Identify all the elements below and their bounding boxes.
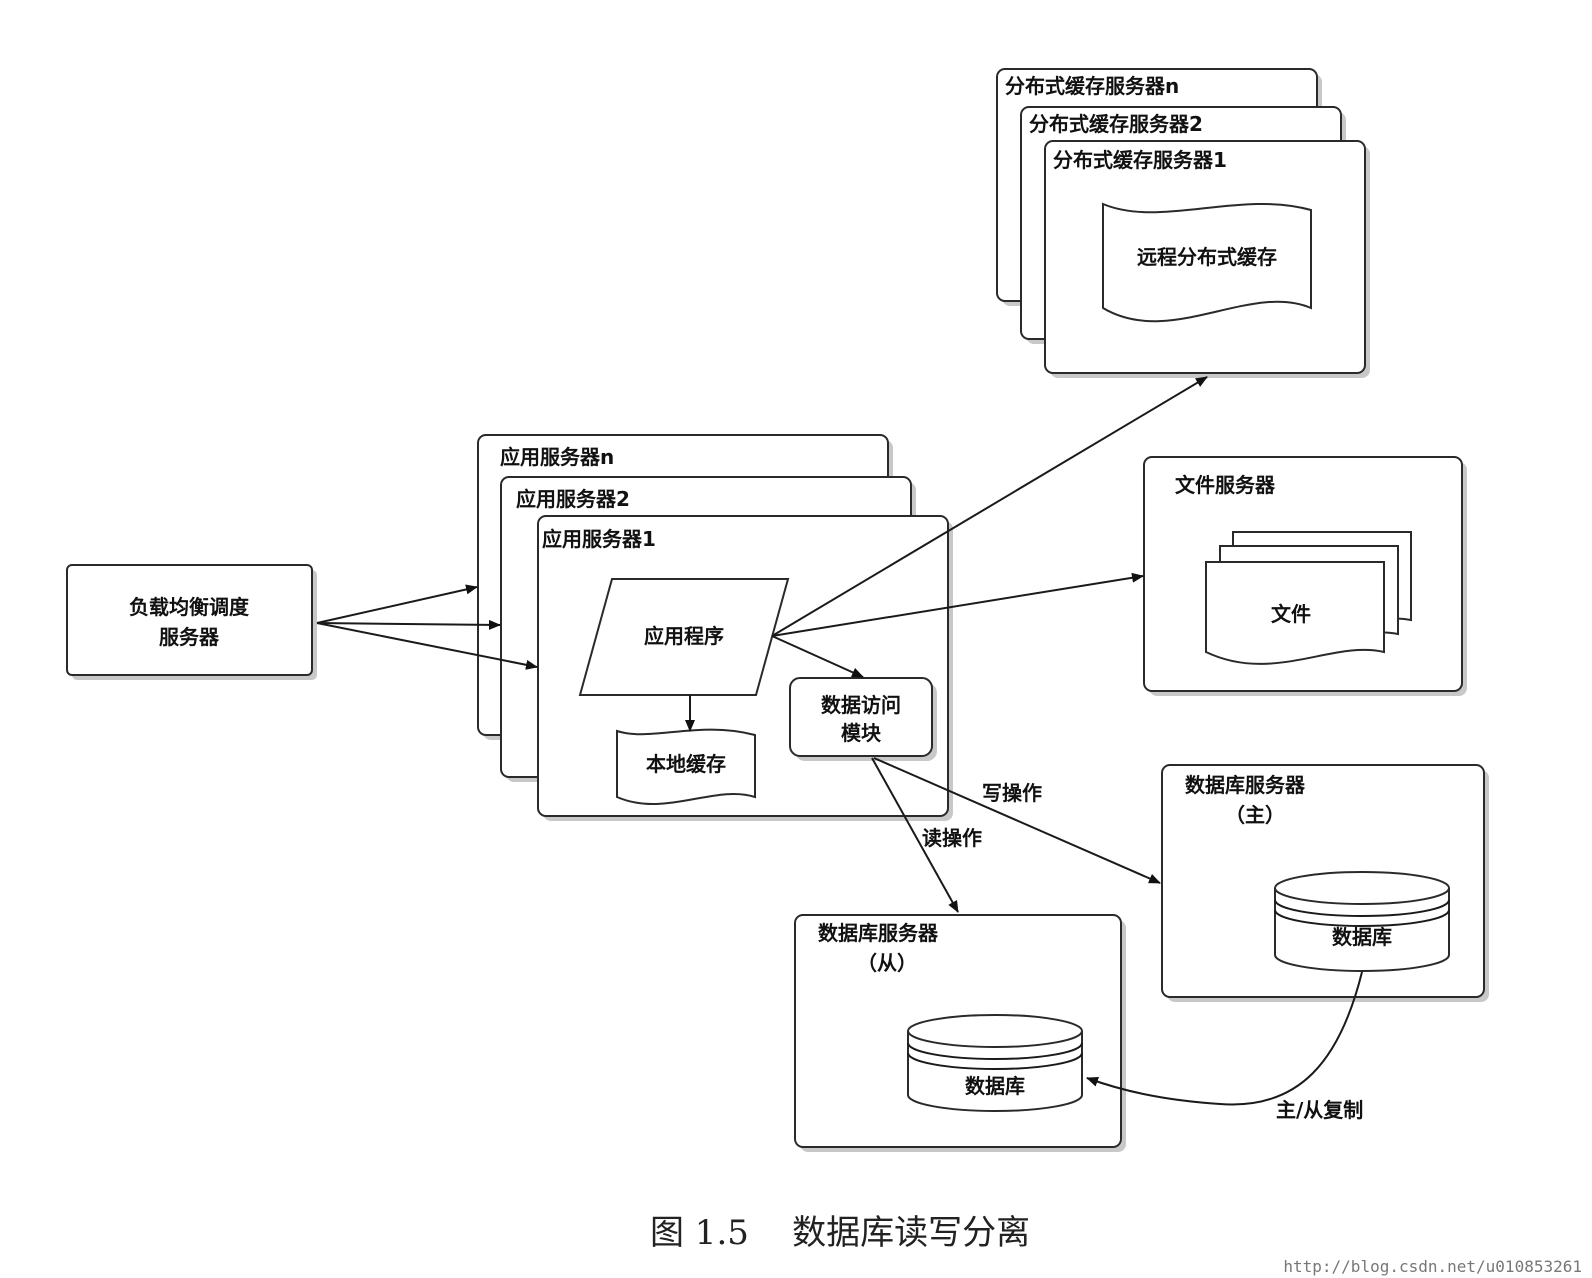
edge-lb-to-app-n bbox=[316, 584, 478, 624]
edge-app-to-data-access bbox=[771, 635, 864, 678]
file-server-node: 文件服务器 文件 bbox=[1143, 456, 1467, 696]
edge-lb-to-app-2 bbox=[316, 619, 501, 630]
cache-server-1-label: 分布式缓存服务器1 bbox=[1053, 148, 1227, 172]
load-balancer-label-line2: 服务器 bbox=[159, 625, 220, 649]
cache-server-2-label: 分布式缓存服务器2 bbox=[1029, 112, 1203, 136]
read-operation-label: 读操作 bbox=[922, 826, 982, 850]
edge-write-to-master bbox=[873, 757, 1161, 884]
data-access-module-box bbox=[789, 677, 933, 757]
db-master-role: （主） bbox=[1225, 803, 1285, 827]
edge-read-to-slave bbox=[871, 757, 959, 913]
db-master-node: 数据库服务器 （主） 数据库 bbox=[1161, 764, 1489, 1002]
figure-caption: 图 1.5 数据库读写分离 bbox=[650, 1213, 1030, 1253]
app-server-1-label: 应用服务器1 bbox=[542, 527, 656, 551]
data-access-label-line2: 模块 bbox=[841, 721, 882, 745]
app-server-2-label: 应用服务器2 bbox=[516, 487, 630, 511]
replication-label: 主/从复制 bbox=[1276, 1098, 1363, 1122]
edge-master-slave-replication bbox=[1086, 971, 1363, 1106]
load-balancer-label-line1: 负载均衡调度 bbox=[129, 595, 250, 619]
app-server-stack: 应用服务器n 应用服务器2 应用服务器1 应用程序 本地缓存 数据访问 模块 bbox=[477, 434, 953, 821]
local-cache-label: 本地缓存 bbox=[646, 752, 726, 776]
db-slave-role: （从） bbox=[857, 951, 917, 975]
edges: 写操作 读操作 主/从复制 bbox=[316, 376, 1363, 1122]
db-slave-node: 数据库服务器 （从） 数据库 bbox=[794, 914, 1126, 1152]
db-master-title: 数据库服务器 bbox=[1185, 773, 1306, 797]
load-balancer-node: 负载均衡调度 服务器 bbox=[66, 564, 317, 680]
db-master-db-label: 数据库 bbox=[1332, 925, 1392, 949]
write-operation-label: 写操作 bbox=[982, 781, 1042, 805]
application-label: 应用程序 bbox=[644, 624, 724, 648]
cache-server-stack: 分布式缓存服务器n 分布式缓存服务器2 分布式缓存服务器1 远程分布式缓存 bbox=[996, 68, 1370, 378]
app-server-n-label: 应用服务器n bbox=[500, 445, 614, 469]
file-label: 文件 bbox=[1271, 602, 1311, 626]
application-shape bbox=[578, 578, 790, 696]
file-document-shape bbox=[1205, 561, 1385, 665]
db-slave-title: 数据库服务器 bbox=[818, 921, 939, 945]
local-cache-shape bbox=[616, 728, 756, 806]
edge-app-to-remote-cache bbox=[771, 376, 1208, 637]
file-server-label: 文件服务器 bbox=[1175, 473, 1276, 497]
db-slave-db-label: 数据库 bbox=[965, 1074, 1025, 1098]
watermark-url: http://blog.csdn.net/u010853261 bbox=[1283, 1257, 1582, 1276]
edge-lb-to-app-1 bbox=[316, 622, 538, 670]
db-slave-cylinder bbox=[907, 1031, 1083, 1112]
edge-app-to-file-server bbox=[771, 572, 1144, 637]
remote-cache-label: 远程分布式缓存 bbox=[1137, 245, 1277, 269]
data-access-label-line1: 数据访问 bbox=[821, 693, 901, 717]
cache-server-n-label: 分布式缓存服务器n bbox=[1005, 74, 1179, 98]
db-master-cylinder bbox=[1274, 888, 1450, 972]
remote-cache-shape bbox=[1102, 202, 1312, 323]
